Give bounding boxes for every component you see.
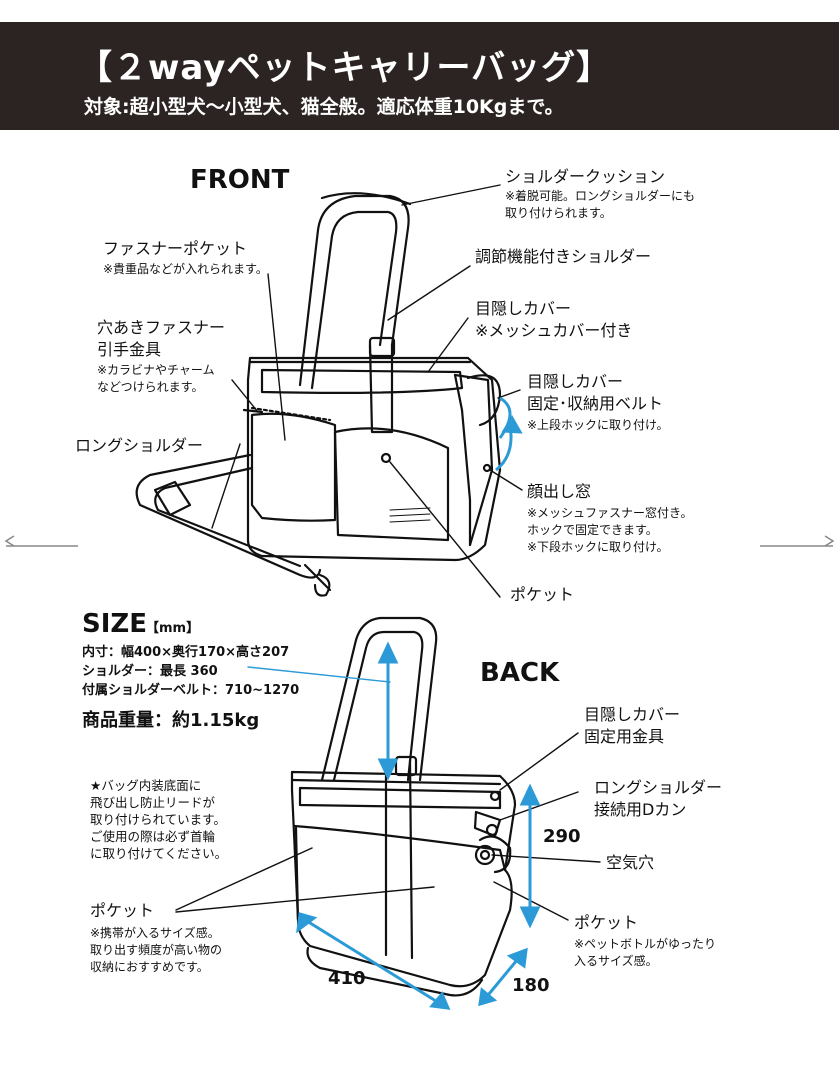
callout-face-window: 顔出し窓	[527, 482, 592, 501]
callout-zipper-pull-note-1: ※カラビナやチャーム	[97, 363, 215, 377]
callout-cover-hardware-1: 目隠しカバー	[584, 705, 681, 724]
header-banner	[0, 22, 839, 130]
front-heading: FRONT	[190, 165, 290, 195]
callout-zipper-pocket: ファスナーポケット	[103, 239, 248, 258]
page-subtitle: 対象:超小型犬〜小型犬、猫全般。適応体重10Kgまで。	[84, 96, 564, 118]
callout-eye-cover-sub: ※メッシュカバー付き	[475, 321, 633, 340]
nav-arrows	[4, 535, 835, 547]
back-bag-drawing	[290, 616, 517, 997]
callout-pocket-left-note-2: 取り出す頻度が高い物の	[90, 943, 223, 957]
dim-width: 410	[328, 968, 366, 989]
dim-depth: 180	[512, 975, 550, 996]
size-line-belt: 付属ショルダーベルト：710~1270	[82, 683, 300, 698]
callout-eye-cover: 目隠しカバー	[475, 299, 572, 318]
size-unit: 【mm】	[146, 621, 200, 636]
callout-pocket-left-note-3: 収納におすすめです。	[90, 960, 209, 974]
callout-zipper-pocket-note: ※貴重品などが入れられます。	[103, 262, 268, 276]
lead-note-3: 取り付けられています。	[90, 812, 226, 827]
callout-shoulder-cushion: ショルダークッション	[505, 167, 666, 186]
callout-cover-belt-2: 固定･収納用ベルト	[527, 394, 664, 413]
callout-pocket-left-note-1: ※携帯が入るサイズ感。	[90, 926, 220, 940]
callout-shoulder-cushion-note-2: 取り付けられます。	[505, 206, 612, 220]
callout-pocket-left: ポケット	[90, 901, 155, 920]
callout-air-hole: 空気穴	[606, 853, 655, 872]
size-line-inner: 内寸：幅400×奥行170×高さ207	[82, 645, 290, 660]
callout-zipper-pull-2: 引手金具	[97, 340, 162, 359]
callout-pocket-right: ポケット	[574, 913, 639, 932]
callout-cover-belt-1: 目隠しカバー	[527, 372, 624, 391]
callout-adjustable-shoulder: 調節機能付きショルダー	[475, 247, 652, 266]
callout-long-shoulder: ロングショルダー	[75, 436, 204, 455]
callout-face-window-note-2: ホックで固定できます。	[527, 523, 658, 537]
dimension-arrows	[296, 396, 541, 1010]
callout-zipper-pull-1: 穴あきファスナー	[97, 318, 226, 337]
callout-leaders	[175, 184, 601, 921]
callout-zipper-pull-note-2: などつけられます。	[97, 380, 204, 394]
callout-cover-hardware-2: 固定用金具	[584, 727, 665, 746]
callout-cover-belt-note: ※上段ホックに取り付け。	[527, 418, 669, 432]
callout-pocket-right-note-1: ※ペットボトルがゆったり	[574, 937, 717, 951]
size-heading: SIZE	[82, 609, 148, 639]
callout-pocket-right-note-2: 入るサイズ感。	[574, 954, 658, 968]
callout-d-ring-2: 接続用Dカン	[594, 800, 687, 819]
back-heading: BACK	[480, 658, 560, 688]
lead-note-4: ご使用の際は必ず首輪	[90, 829, 216, 844]
callout-pocket-front: ポケット	[510, 585, 575, 604]
front-bag-drawing	[135, 192, 502, 597]
product-weight: 商品重量：約1.15kg	[82, 710, 260, 731]
dim-height: 290	[543, 826, 581, 847]
callout-d-ring-1: ロングショルダー	[594, 778, 723, 797]
callout-shoulder-cushion-note-1: ※着脱可能。ロングショルダーにも	[505, 189, 696, 203]
callout-face-window-note-3: ※下段ホックに取り付け。	[527, 540, 669, 554]
lead-note-2: 飛び出し防止リードが	[90, 795, 216, 810]
lead-note-5: に取り付けてください。	[90, 846, 228, 861]
callout-face-window-note-1: ※メッシュファスナー窓付き。	[527, 506, 693, 520]
page-title: 【２wayペットキャリーバッグ】	[78, 48, 612, 88]
size-line-shoulder: ショルダー：最長 360	[82, 664, 218, 679]
lead-note-1: ★バッグ内装底面に	[90, 778, 202, 793]
